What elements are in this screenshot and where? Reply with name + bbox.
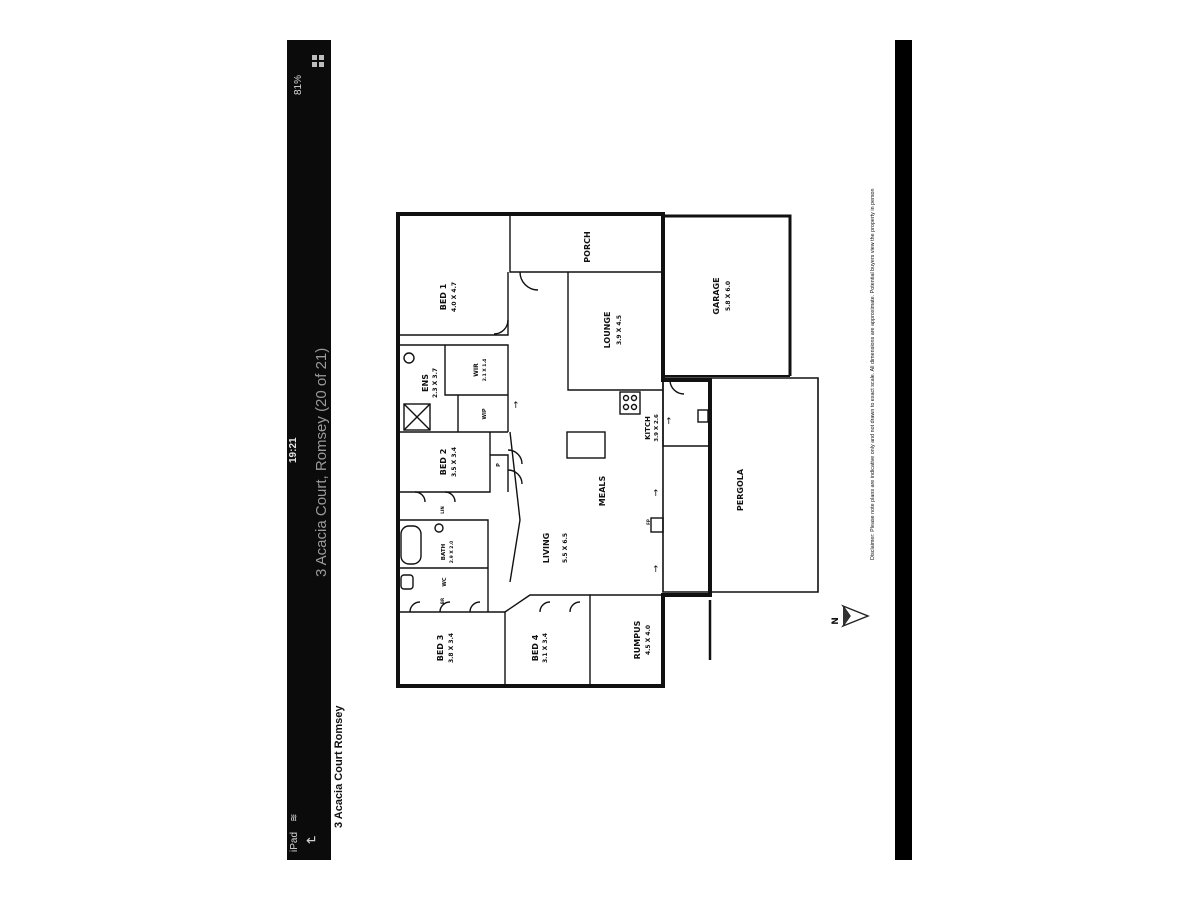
room-bed4-name: BED 4 xyxy=(531,634,540,661)
svg-text:↑: ↑ xyxy=(652,489,660,499)
room-bed3-size: 3.8 X 3.4 xyxy=(448,633,455,663)
room-porch-name: PORCH xyxy=(583,231,592,262)
room-bath-size: 2.9 X 2.0 xyxy=(449,541,455,564)
status-bar xyxy=(287,40,331,860)
room-garage-size: 5.8 X 6.0 xyxy=(725,281,732,311)
back-arrow-icon[interactable]: ↵ xyxy=(306,832,318,848)
room-bed2-name: BED 2 xyxy=(439,449,448,476)
room-bed3-name: BED 3 xyxy=(436,635,445,662)
room-pantry-name: P xyxy=(496,463,502,467)
room-rumpus-name: RUMPUS xyxy=(633,620,642,659)
room-wc-name: WC xyxy=(442,577,448,587)
room-ens-size: 2.3 X 3.7 xyxy=(432,368,439,398)
room-pergola-name: PERGOLA xyxy=(736,468,745,511)
room-living-size: 5.5 X 6.5 xyxy=(562,533,569,563)
room-ens-name: ENS xyxy=(421,374,430,392)
room-lounge-size: 3.9 X 4.5 xyxy=(616,315,623,345)
grid-view-icon[interactable] xyxy=(312,55,324,67)
room-robe-name: BR xyxy=(440,598,445,604)
north-arrow-icon: N xyxy=(831,604,870,628)
room-kitch-name: KITCH xyxy=(644,416,652,440)
svg-text:↑: ↑ xyxy=(652,565,660,575)
room-lin-name: LIN xyxy=(440,506,445,513)
svg-text:↑: ↑ xyxy=(665,417,673,427)
room-bed2-size: 3.5 X 3.4 xyxy=(451,447,458,477)
fireplace-label: FP xyxy=(646,519,651,525)
screen-edge-bar xyxy=(895,40,912,860)
room-rumpus-size: 4.5 X 4.0 xyxy=(645,625,652,655)
north-label: N xyxy=(831,617,841,625)
room-bed4-size: 3.1 X 3.4 xyxy=(542,633,549,663)
room-meals-name: MEALS xyxy=(598,476,607,507)
svg-text:↑: ↑ xyxy=(512,401,520,411)
room-wip-name: WIP xyxy=(482,408,488,419)
room-living-name: LIVING xyxy=(542,533,551,564)
room-bed1-size: 4.0 X 4.7 xyxy=(451,282,458,312)
room-lounge-name: LOUNGE xyxy=(603,312,612,349)
room-garage-name: GARAGE xyxy=(712,277,721,314)
room-wir-size: 2.1 X 1.4 xyxy=(482,359,488,382)
room-bath-name: BATH xyxy=(441,543,447,560)
room-bed1-name: BED 1 xyxy=(439,283,448,310)
room-kitch-size: 3.9 X 2.6 xyxy=(654,414,660,442)
room-wir-name: WIR xyxy=(473,363,480,377)
